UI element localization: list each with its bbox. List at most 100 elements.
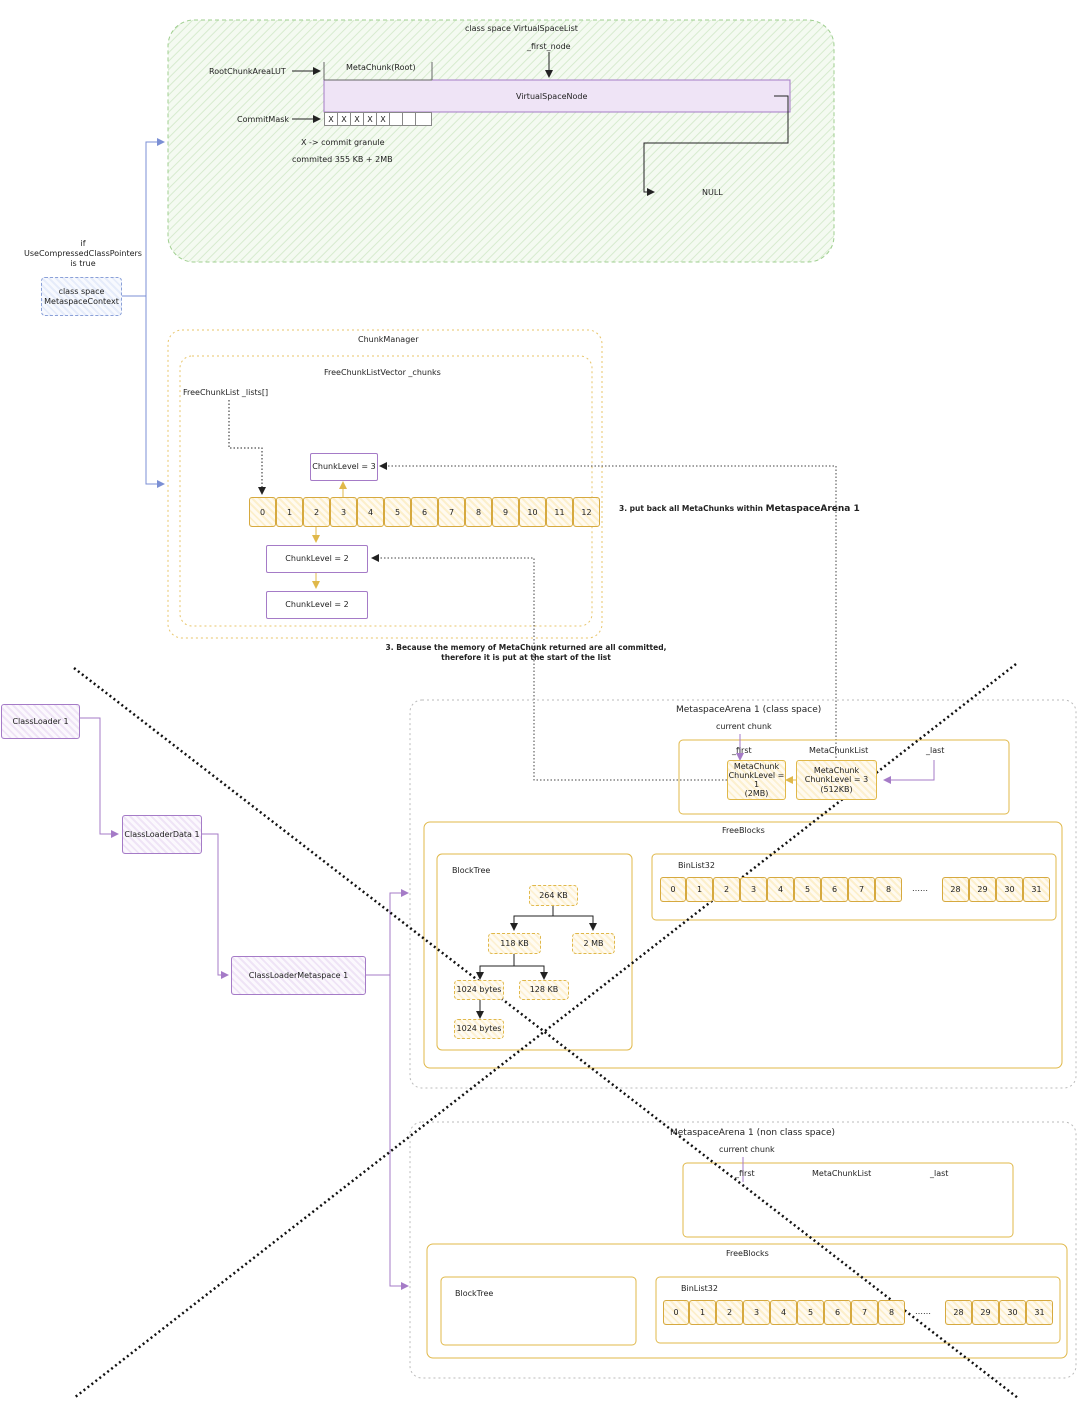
bin-cell: 8: [875, 877, 902, 902]
put-back-note: 3. put back all MetaChunks within Metasp…: [619, 504, 860, 514]
chunk-1-level: ChunkLevel = 1: [728, 770, 785, 789]
tree-node-left: 118 KB: [488, 933, 541, 954]
arena-class-block-tree-box: [436, 853, 633, 1051]
arena-class-chunk-1: MetaChunk ChunkLevel = 1 (2MB): [727, 760, 786, 800]
bin-cell: 0: [663, 1300, 689, 1325]
virtual-space-node-label: VirtualSpaceNode: [516, 92, 588, 101]
class-space-metaspace-context: class space MetaspaceContext: [41, 277, 122, 316]
bin-cell: 5: [794, 877, 821, 902]
chunk-index: 4: [357, 497, 384, 527]
bin-cell: 28: [942, 877, 969, 902]
bin-cell: 3: [740, 877, 767, 902]
chunk-1-name: MetaChunk: [733, 761, 780, 771]
root-chunk-label: MetaChunk(Root): [346, 63, 416, 72]
chunk-index: 11: [546, 497, 573, 527]
bin-cell: 6: [824, 1300, 851, 1325]
committed-note-line2: therefore it is put at the start of the …: [441, 653, 611, 662]
root-chunk-lut-label: RootChunkAreaLUT: [209, 67, 286, 76]
commit-mask-cell: [389, 112, 403, 126]
tree-node-root: 264 KB: [529, 885, 578, 906]
chunk-level-2-first: ChunkLevel = 2: [266, 545, 368, 573]
chunk-index: 3: [330, 497, 357, 527]
bin-cell: 30: [999, 1300, 1026, 1325]
condition-true: is true: [70, 259, 96, 268]
bin-cell: 6: [821, 877, 848, 902]
arena-nonclass-chunk-list-label: MetaChunkList: [812, 1169, 872, 1178]
bin-cell: 2: [713, 877, 740, 902]
cross-line-1: [73, 667, 1019, 1399]
commit-mask-cell: X: [363, 112, 377, 126]
arena-class-free-blocks-label: FreeBlocks: [722, 826, 765, 835]
bin-cell: 31: [1023, 877, 1050, 902]
chunk-index: 1: [276, 497, 303, 527]
arena-nonclass-chunk-list-box: [682, 1162, 1014, 1238]
arena-class-chunk-list-box: [678, 739, 1010, 815]
put-back-note-arena: MetaspaceArena 1: [765, 504, 860, 514]
bin-cell: 4: [770, 1300, 797, 1325]
arena-nonclass-current-chunk: current chunk: [719, 1145, 775, 1154]
commit-mask-cell: [415, 112, 432, 126]
free-chunk-list-vector-region: [179, 355, 593, 627]
tree-node-left-right: 128 KB: [519, 980, 569, 1000]
bin-cell: 3: [743, 1300, 770, 1325]
arena-class-first: _first: [732, 746, 752, 755]
arena-class-chunk-list-label: MetaChunkList: [809, 746, 869, 755]
arena-class-last: _last: [926, 746, 945, 755]
chunk-index: 9: [492, 497, 519, 527]
arena-nonclass-free-blocks-label: FreeBlocks: [726, 1249, 769, 1258]
arena-class-current-chunk: current chunk: [716, 722, 772, 731]
chunk-2-size: (512KB): [820, 784, 853, 794]
bin-cell: 31: [1026, 1300, 1053, 1325]
bin-cell: 8: [878, 1300, 905, 1325]
arena-nonclass-last: _last: [930, 1169, 949, 1178]
null-label: NULL: [702, 188, 723, 197]
committed-size: commited 355 KB + 2MB: [292, 155, 393, 164]
arena-nonclass-first: _first: [735, 1169, 755, 1178]
arena-nonclass-block-tree-label: BlockTree: [455, 1289, 494, 1298]
chunk-manager-title: ChunkManager: [358, 335, 419, 344]
chunk-2-level: ChunkLevel = 3: [804, 775, 869, 785]
chunk-index: 8: [465, 497, 492, 527]
class-space-list-region: [167, 19, 835, 263]
context-line2: MetaspaceContext: [44, 296, 119, 306]
arena-nonclass-bin-list-box: [655, 1276, 1061, 1344]
bin-ellipsis: ……: [912, 884, 928, 893]
class-loader: ClassLoader 1: [1, 704, 80, 739]
chunk-level-2-second: ChunkLevel = 2: [266, 591, 368, 619]
chunk-level-3: ChunkLevel = 3: [310, 453, 378, 481]
class-loader-metaspace: ClassLoaderMetaspace 1: [231, 956, 366, 995]
cross-line-2: [73, 663, 1017, 1399]
class-space-list-title: class space VirtualSpaceList: [465, 24, 578, 33]
tree-node-left-left: 1024 bytes: [454, 980, 504, 1000]
tree-node-left-left-left: 1024 bytes: [454, 1019, 504, 1039]
arena-nonclass-title: MetaspaceArena 1 (non class space): [670, 1128, 836, 1138]
arena-class-title: MetaspaceArena 1 (class space): [676, 705, 822, 715]
arena-class-bin-list-box: [651, 853, 1057, 921]
commit-mask-cell: X: [376, 112, 390, 126]
condition-flag: UseCompressedClassPointers: [24, 249, 142, 258]
bin-cell: 29: [969, 877, 996, 902]
tree-node-right: 2 MB: [572, 933, 615, 954]
commit-mask-cell: X: [350, 112, 364, 126]
virtual-space-node-bar: [323, 79, 791, 113]
arena-class-bin-list-label: BinList32: [678, 861, 715, 870]
commit-mask-label: CommitMask: [237, 115, 290, 124]
free-chunk-list-vector-title: FreeChunkListVector _chunks: [324, 368, 441, 377]
bin-cell: 4: [767, 877, 794, 902]
bin-ellipsis: ……: [915, 1307, 931, 1316]
free-chunk-lists-label: FreeChunkList _lists[]: [183, 388, 269, 397]
chunk-2-name: MetaChunk: [813, 766, 860, 776]
bin-cell: 7: [851, 1300, 878, 1325]
bin-cell: 0: [660, 877, 686, 902]
arena-class-region: [409, 699, 1077, 1089]
bin-cell: 30: [996, 877, 1023, 902]
context-line1: class space: [58, 287, 105, 297]
chunk-index: 2: [303, 497, 330, 527]
commit-mask-cell: X: [337, 112, 351, 126]
bin-cell: 1: [686, 877, 713, 902]
class-loader-data: ClassLoaderData 1: [122, 815, 202, 854]
bin-cell: 7: [848, 877, 875, 902]
commit-granule-legend: X -> commit granule: [301, 138, 385, 147]
committed-note-line1: 3. Because the memory of MetaChunk retur…: [385, 643, 667, 652]
